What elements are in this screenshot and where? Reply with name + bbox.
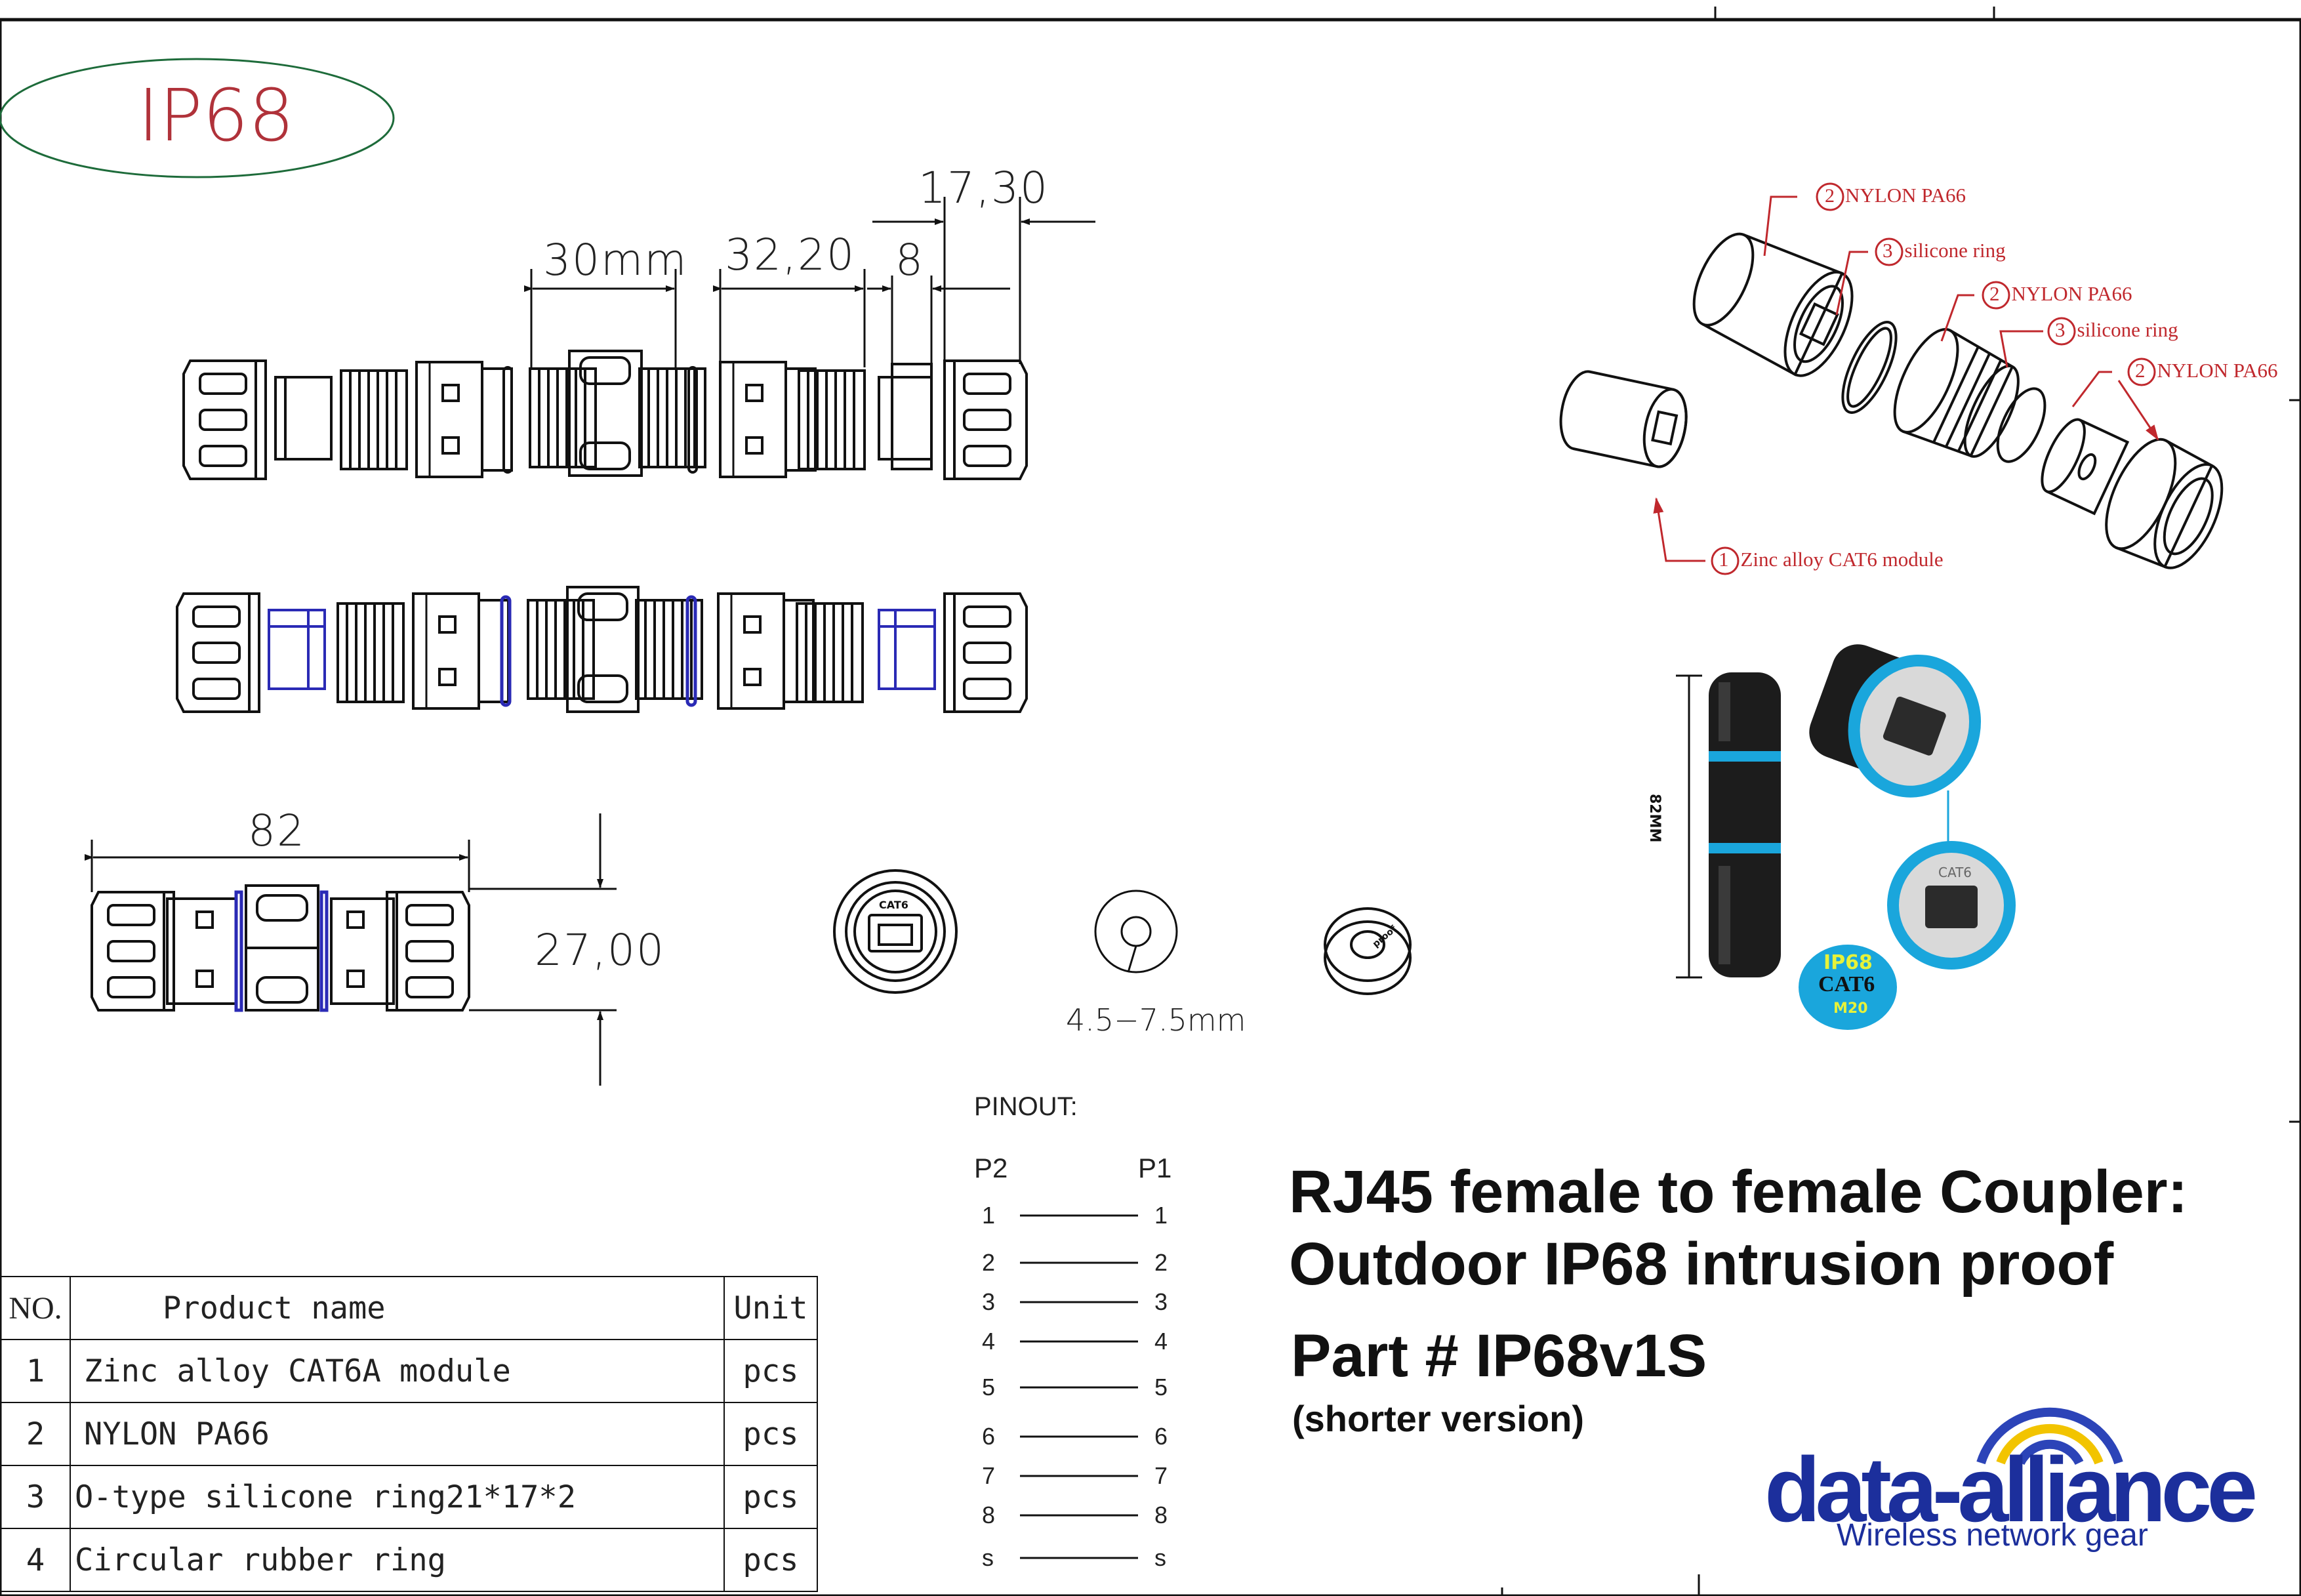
exploded-side-view [182,350,1028,480]
assembled-view [91,884,470,1012]
photo-badge-m20: M20 [1833,1000,1868,1017]
gasket-iso-view [1324,907,1412,995]
photo-badge-ip68: IP68 [1823,951,1873,974]
rubber-ring-end-view [1094,890,1178,973]
dim-8: 8 [895,235,924,285]
photo-badge-cat6: CAT6 [1818,972,1875,996]
exploded-isometric-view [1559,232,2224,569]
table-row: 3 O-type silicone ring21*17*2 pcs [0,1465,818,1529]
table-row: 4 Circular rubber ring pcs [0,1528,818,1592]
table-row: 1 Zinc alloy CAT6A module pcs [0,1339,818,1403]
product-photo [1676,644,2016,1030]
pinout-title: PINOUT: [974,1092,1078,1121]
photo-jack-label: CAT6 [1938,865,1972,880]
dim-27-00: 27,00 [535,925,665,975]
cable-range-label: 4.5−7.5mm [1066,1002,1246,1038]
dim-82: 82 [248,806,306,856]
dim-30mm: 30mm [543,235,688,285]
pinout-lines [1020,1214,1138,1559]
heading-line1: RJ45 female to female Coupler: [1289,1158,2188,1225]
heading-line2: Outdoor IP68 intrusion proof [1289,1231,2114,1298]
logo-wordmark: data-alliance [1764,1438,2258,1541]
module-label: CAT6 [879,899,908,911]
table-row: 2 NYLON PA66 pcs [0,1402,818,1466]
wifi-arcs-icon [1976,1407,2123,1465]
ip68-ellipse [0,58,395,178]
dim-32-20: 32,20 [725,230,855,280]
module-end-view [833,869,958,994]
part-number: Part # IP68v1S [1291,1322,1707,1389]
bom-header-row: NO. Product name Unit [0,1276,818,1340]
ip68-badge: IP68 [138,73,295,157]
data-alliance-logo: data-alliance Wireless network gear [1764,1364,2289,1561]
callout-leaders [1653,182,2159,575]
photo-length-label: 82MM [1646,794,1663,843]
assembly-side-view-colored [176,586,1028,713]
logo-tagline: Wireless network gear [1837,1518,2148,1553]
pinout-p2: P2 [974,1153,1008,1183]
dim-17-30: 17,30 [918,163,1049,213]
pinout-p1: P1 [1138,1153,1172,1183]
version-note: (shorter version) [1292,1398,1584,1439]
bom-table: NO. Product name Unit 1 Zinc alloy CAT6A… [0,1276,818,1592]
